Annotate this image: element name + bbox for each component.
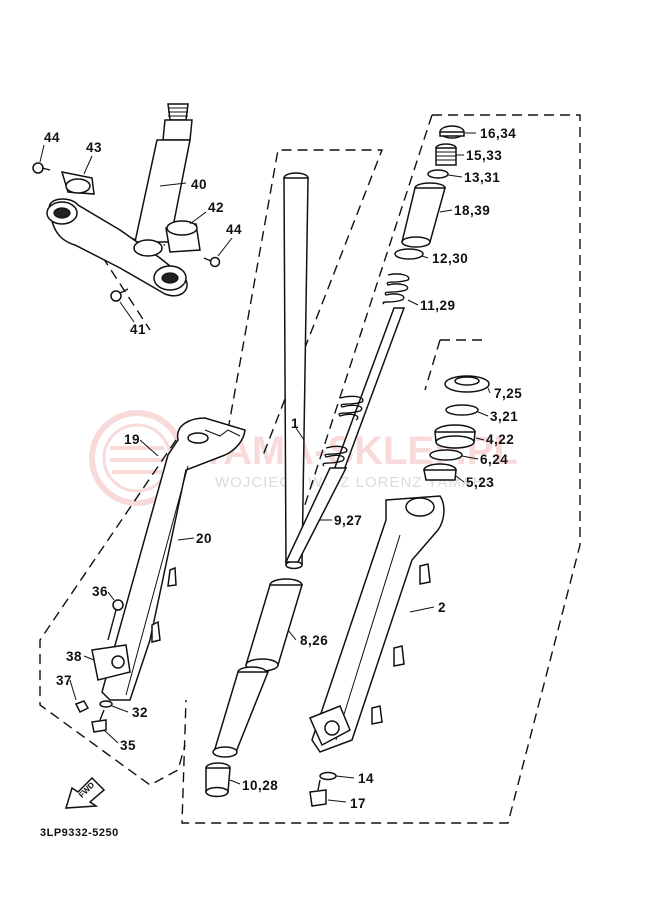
under-bracket bbox=[46, 198, 188, 297]
part-label-4-22: 4,22 bbox=[486, 432, 514, 447]
clamp-42 bbox=[165, 220, 201, 253]
part-label-44-right: 44 bbox=[226, 222, 242, 237]
part-label-2: 2 bbox=[438, 600, 446, 615]
spacer-18 bbox=[401, 182, 446, 248]
slide-metal-5 bbox=[423, 463, 457, 481]
part-label-1: 1 bbox=[291, 416, 299, 431]
slide-metal-10-upper bbox=[212, 666, 270, 758]
part-label-35: 35 bbox=[120, 738, 136, 753]
nut-37 bbox=[74, 700, 90, 714]
part-label-37: 37 bbox=[56, 673, 72, 688]
washer-12 bbox=[394, 248, 424, 260]
steering-stem-40 bbox=[134, 103, 193, 243]
part-label-36: 36 bbox=[92, 584, 108, 599]
part-label-20: 20 bbox=[196, 531, 212, 546]
washer-6 bbox=[429, 449, 463, 461]
bolt-44-top bbox=[32, 162, 51, 174]
part-label-7-25: 7,25 bbox=[494, 386, 522, 401]
part-label-11-29: 11,29 bbox=[420, 298, 456, 313]
dust-seal-7 bbox=[444, 375, 490, 393]
fwd-arrow-icon: FWD bbox=[64, 776, 106, 809]
part-label-6-24: 6,24 bbox=[480, 452, 508, 467]
part-label-41: 41 bbox=[130, 322, 146, 337]
bolt-41 bbox=[110, 288, 129, 302]
part-label-5-23: 5,23 bbox=[466, 475, 494, 490]
o-ring-13 bbox=[427, 169, 449, 179]
part-labels: 44 43 40 42 44 41 16,34 15,33 13,31 18,3… bbox=[44, 126, 522, 811]
cap-bolt-15 bbox=[435, 143, 457, 166]
oil-seal-4 bbox=[434, 424, 476, 449]
part-label-8-26: 8,26 bbox=[300, 633, 328, 648]
drawing-code: 3LP9332-5250 bbox=[40, 827, 119, 839]
part-label-43: 43 bbox=[86, 140, 102, 155]
damper-rod-9 bbox=[284, 307, 406, 563]
washer-32 bbox=[99, 700, 113, 708]
part-label-15-33: 15,33 bbox=[466, 148, 502, 163]
cap-16 bbox=[439, 125, 465, 139]
bolt-17 bbox=[309, 779, 327, 807]
bolt-36 bbox=[107, 599, 124, 641]
spacer-8 bbox=[244, 578, 304, 672]
part-label-19: 19 bbox=[124, 432, 140, 447]
part-label-38: 38 bbox=[66, 649, 82, 664]
part-label-44-top: 44 bbox=[44, 130, 60, 145]
bolt-44-right bbox=[203, 256, 221, 268]
part-label-12-30: 12,30 bbox=[432, 251, 468, 266]
part-label-42: 42 bbox=[208, 200, 224, 215]
outer-tube-right-2 bbox=[308, 495, 445, 753]
part-label-10-28: 10,28 bbox=[242, 778, 278, 793]
part-label-9-27: 9,27 bbox=[334, 513, 362, 528]
bolt-35 bbox=[91, 709, 107, 733]
clip-3 bbox=[445, 404, 479, 416]
leader-lines bbox=[39, 132, 491, 803]
group-outline-right bbox=[181, 114, 581, 824]
inner-tube-1 bbox=[283, 172, 309, 570]
clamp-43 bbox=[60, 171, 95, 195]
part-label-3-21: 3,21 bbox=[490, 409, 518, 424]
outer-tube-left-20 bbox=[101, 417, 246, 701]
part-label-32: 32 bbox=[132, 705, 148, 720]
part-label-14: 14 bbox=[358, 771, 374, 786]
washer-14 bbox=[319, 771, 337, 781]
caliper-mount-38 bbox=[91, 644, 131, 681]
part-label-18-39: 18,39 bbox=[454, 203, 490, 218]
slide-metal-10-lower bbox=[205, 762, 231, 798]
spring-11 bbox=[322, 273, 410, 467]
part-label-13-31: 13,31 bbox=[464, 170, 500, 185]
part-label-16-34: 16,34 bbox=[480, 126, 516, 141]
part-label-17: 17 bbox=[350, 796, 366, 811]
part-label-40: 40 bbox=[191, 177, 207, 192]
